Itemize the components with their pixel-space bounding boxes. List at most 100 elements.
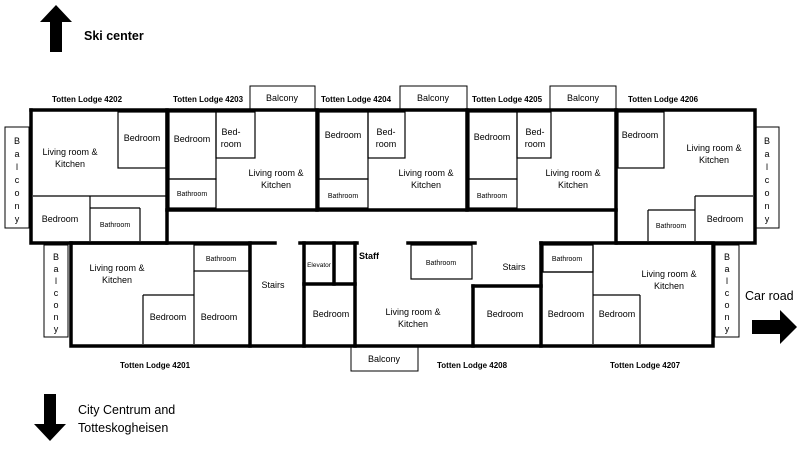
- interior-walls: [33, 111, 753, 344]
- living-room-label: Kitchen: [102, 275, 132, 285]
- bathroom-label: Bathroom: [100, 222, 131, 229]
- balcony-vletter: c: [725, 288, 730, 298]
- bedroom-label: Bedroom: [124, 133, 161, 143]
- balcony-4201: [43, 244, 69, 338]
- balcony-vletter: c: [54, 288, 59, 298]
- stairs-label: Stairs: [261, 280, 285, 290]
- balcony-vletter: y: [54, 324, 59, 334]
- unit-title-4206: Totten Lodge 4206: [628, 95, 699, 104]
- balcony-vletter: B: [764, 136, 770, 146]
- balcony-label-4204: Balcony: [417, 93, 450, 103]
- bathroom-label: Bathroom: [328, 193, 359, 200]
- balcony-4202: [4, 126, 30, 229]
- balcony-vletter: y: [765, 214, 770, 224]
- balcony-vletter: B: [14, 136, 20, 146]
- bedroom-label: room: [221, 139, 242, 149]
- bathroom-label: Bathroom: [552, 256, 583, 263]
- living-room-label: Kitchen: [558, 180, 588, 190]
- balcony-label-4205: Balcony: [567, 93, 600, 103]
- bathroom-label: Bathroom: [206, 256, 237, 263]
- living-room-label: Kitchen: [261, 180, 291, 190]
- balcony-vletter: B: [53, 252, 59, 262]
- living-room-label: Living room &: [686, 143, 741, 153]
- balcony-vletter: l: [766, 162, 768, 172]
- north-arrow-icon: [40, 5, 72, 52]
- city-centrum-label-line2: Totteskogheisen: [78, 421, 168, 435]
- bedroom-label: Bedroom: [42, 214, 79, 224]
- balcony-vletter: B: [724, 252, 730, 262]
- balcony-vletter: o: [764, 188, 769, 198]
- balcony-vletter: a: [14, 149, 19, 159]
- bathroom-label: Bathroom: [477, 193, 508, 200]
- bedroom-label: Bedroom: [150, 312, 187, 322]
- unit-title-4204: Totten Lodge 4204: [321, 95, 392, 104]
- balcony-vletter: a: [53, 264, 58, 274]
- south-arrow-icon: [34, 394, 66, 441]
- living-room-label: Living room &: [385, 307, 440, 317]
- unit-title-4208: Totten Lodge 4208: [437, 361, 508, 370]
- living-room-label: Living room &: [545, 168, 600, 178]
- bedroom-label: Bed-: [376, 127, 395, 137]
- bedroom-label: Bedroom: [313, 309, 350, 319]
- exterior-walls: [29, 108, 757, 348]
- balcony-vletter: l: [16, 162, 18, 172]
- living-room-label: Kitchen: [654, 281, 684, 291]
- balcony-4207: [714, 244, 740, 338]
- bedroom-label: Bedroom: [487, 309, 524, 319]
- unit-title-4202: Totten Lodge 4202: [52, 95, 123, 104]
- balcony-vletter: l: [726, 276, 728, 286]
- bedroom-label: Bed-: [221, 127, 240, 137]
- balcony-4208: [350, 346, 419, 372]
- living-room-label: Kitchen: [398, 319, 428, 329]
- unit-title-4207: Totten Lodge 4207: [610, 361, 681, 370]
- balcony-vletter: n: [14, 201, 19, 211]
- bedroom-label: Bedroom: [548, 309, 585, 319]
- balcony-vletter: y: [725, 324, 730, 334]
- living-room-label: Kitchen: [411, 180, 441, 190]
- bedroom-label: Bedroom: [201, 312, 238, 322]
- living-room-label: Kitchen: [699, 155, 729, 165]
- balcony-vletter: y: [15, 214, 20, 224]
- balcony-vletter: c: [765, 175, 770, 185]
- balcony-vletter: o: [14, 188, 19, 198]
- bedroom-label: Bedroom: [174, 134, 211, 144]
- elevator-label: Elevator: [307, 262, 332, 269]
- balcony-4203: [249, 85, 316, 111]
- balcony-label-4208: Balcony: [368, 354, 401, 364]
- balcony-vletter: n: [764, 201, 769, 211]
- balcony-vletter: n: [724, 312, 729, 322]
- bedroom-label: room: [376, 139, 397, 149]
- balcony-vletter: c: [15, 175, 20, 185]
- staff-label: Staff: [359, 251, 380, 261]
- unit-title-4205: Totten Lodge 4205: [472, 95, 543, 104]
- stairs-label: Stairs: [502, 262, 526, 272]
- balcony-vletter: a: [724, 264, 729, 274]
- city-centrum-label-line1: City Centrum and: [78, 403, 175, 417]
- unit-title-4201: Totten Lodge 4201: [120, 361, 191, 370]
- bedroom-label: Bedroom: [622, 130, 659, 140]
- car-road-label: Car road: [745, 289, 794, 303]
- balcony-4204: [399, 85, 468, 111]
- bedroom-label: Bedroom: [599, 309, 636, 319]
- living-room-label: Living room &: [42, 147, 97, 157]
- balcony-vletter: a: [764, 149, 769, 159]
- living-room-label: Living room &: [641, 269, 696, 279]
- bathroom-label: Bathroom: [177, 191, 208, 198]
- living-room-label: Living room &: [398, 168, 453, 178]
- ski-center-label: Ski center: [84, 29, 144, 43]
- living-room-label: Living room &: [89, 263, 144, 273]
- living-room-label: Living room &: [248, 168, 303, 178]
- balcony-vletter: o: [53, 300, 58, 310]
- balcony-label-4203: Balcony: [266, 93, 299, 103]
- east-arrow-icon: [752, 310, 797, 344]
- bedroom-label: room: [525, 139, 546, 149]
- balcony-vletter: n: [53, 312, 58, 322]
- unit-title-4203: Totten Lodge 4203: [173, 95, 244, 104]
- bedroom-label: Bedroom: [474, 132, 511, 142]
- bathroom-label: Bathroom: [426, 260, 457, 267]
- bedroom-label: Bed-: [525, 127, 544, 137]
- living-room-label: Kitchen: [55, 159, 85, 169]
- balcony-vletter: o: [724, 300, 729, 310]
- bedroom-label: Bedroom: [325, 130, 362, 140]
